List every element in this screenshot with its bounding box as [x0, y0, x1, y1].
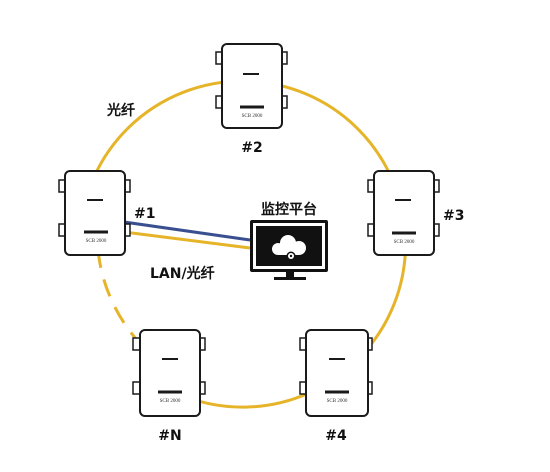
- device-n: SCB 2000: [132, 329, 206, 417]
- device-4: SCB 2000: [299, 329, 373, 417]
- device-3-label: #3: [443, 208, 464, 224]
- fiber-label: 光纤: [106, 102, 135, 119]
- device-1: SCB 2000: [58, 170, 131, 256]
- device-4-model: SCB 2000: [327, 399, 348, 404]
- lan-fiber-label: LAN/光纤: [150, 265, 215, 282]
- platform-label: 监控平台: [261, 201, 317, 218]
- fiber-link-line: [123, 230, 251, 250]
- device-2-model: SCB 2000: [242, 114, 263, 119]
- device-1-model: SCB 2000: [86, 239, 107, 244]
- device-3-model: SCB 2000: [394, 240, 415, 245]
- fiber-ring-dashed: [96, 249, 139, 341]
- device-2-label: #2: [241, 140, 262, 156]
- device-1-label: #1: [134, 206, 155, 222]
- device-4-label: #4: [325, 428, 347, 444]
- device-2: SCB 2000: [215, 43, 288, 129]
- device-n-model: SCB 2000: [160, 399, 181, 404]
- device-3: SCB 2000: [367, 170, 440, 256]
- lan-link-line: [123, 220, 251, 242]
- device-n-label: #N: [158, 428, 181, 444]
- monitor-cloud-icon: [250, 220, 328, 280]
